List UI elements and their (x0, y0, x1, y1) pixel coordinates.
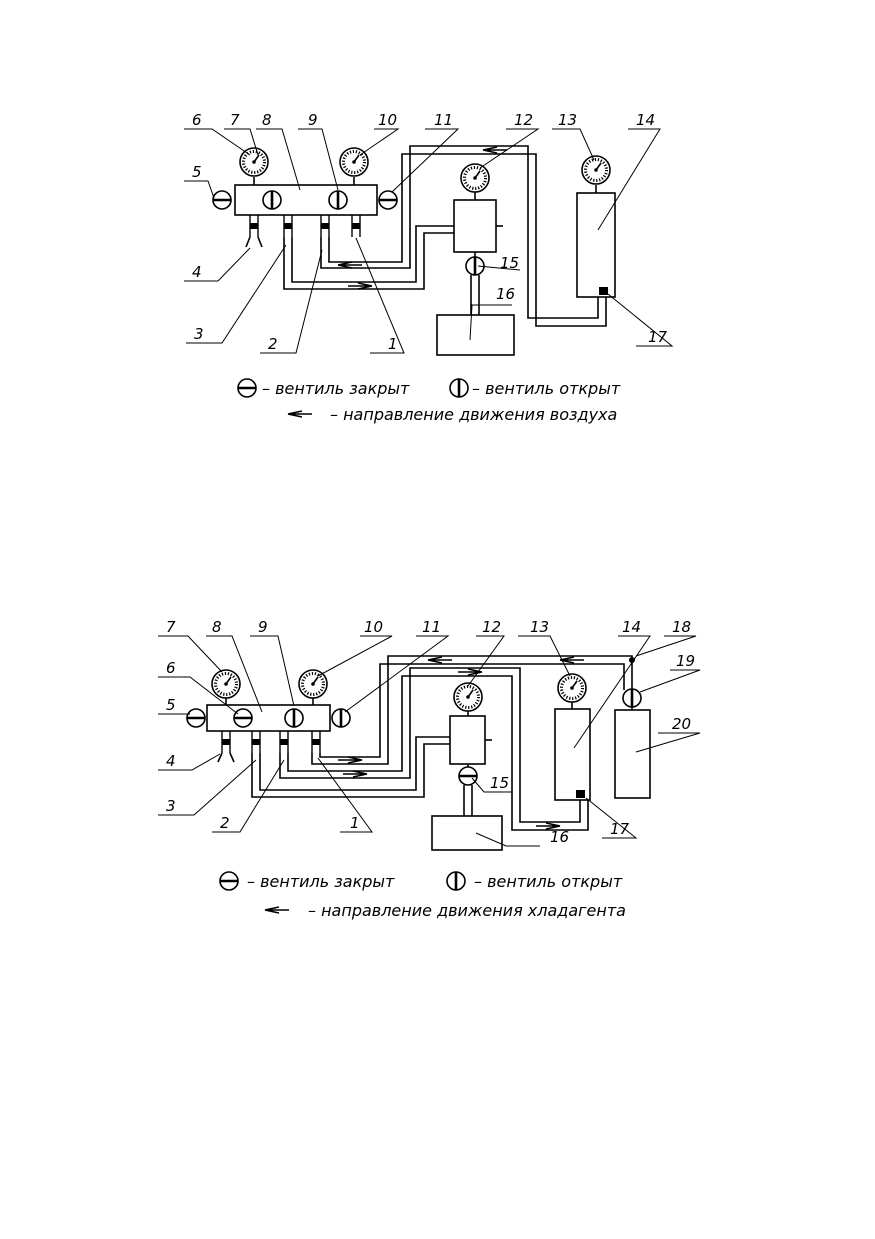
legend-closed-valve-icon (236, 377, 258, 399)
d1-label-2: 2 (268, 335, 278, 353)
cylinder-gauge-icon (580, 154, 612, 186)
d2-label-15: 15 (490, 774, 509, 792)
d2-label-11: 11 (422, 618, 441, 636)
d2-label-4: 4 (166, 752, 176, 770)
d2-label-13: 13 (530, 618, 549, 636)
d2-legend-flow: – направление движения хладагента (308, 901, 626, 920)
d1-label-13: 13 (558, 111, 577, 129)
d2-label-16: 16 (550, 828, 569, 846)
d2-legend-closed: – вентиль закрыт (247, 872, 395, 891)
diagram-2: 7 8 9 10 11 12 13 14 18 6 19 5 20 4 15 3… (158, 618, 701, 920)
legend-flow-arrow-icon (287, 410, 313, 418)
d1-label-9: 9 (308, 111, 318, 129)
legend2-flow-arrow-icon (264, 906, 290, 914)
pump-gauge-icon (459, 162, 491, 194)
manifold-valve-low-open-icon (261, 189, 283, 211)
d2-label-14: 14 (622, 618, 641, 636)
d1-label-1: 1 (388, 335, 398, 353)
diagram-1: 6 7 8 9 10 11 12 13 14 5 15 16 4 3 2 1 1… (184, 111, 674, 424)
d1-label-16: 16 (496, 285, 515, 303)
manifold-block (234, 184, 378, 216)
vacuum-pump-base-2 (431, 815, 503, 851)
d2-label-20: 20 (672, 715, 691, 733)
charging-cylinder-2 (554, 708, 591, 801)
d1-label-15: 15 (500, 254, 519, 272)
manifold-block-2 (206, 704, 331, 732)
d2-label-6: 6 (166, 659, 176, 677)
d1-label-6: 6 (192, 111, 202, 129)
d2-label-2: 2 (220, 814, 230, 832)
d1-legend-flow: – направление движения воздуха (330, 405, 617, 424)
manifold-valve-high-open-icon (327, 189, 349, 211)
d1-label-7: 7 (230, 111, 240, 129)
d1-label-12: 12 (514, 111, 533, 129)
d1-label-17: 17 (648, 328, 668, 346)
d1-label-10: 10 (378, 111, 397, 129)
d2-legend-open: – вентиль открыт (474, 872, 623, 891)
d1-label-14: 14 (636, 111, 655, 129)
vacuum-pump-base (436, 314, 515, 356)
vacuum-pump-head (453, 199, 497, 253)
d2-label-9: 9 (258, 618, 268, 636)
pump-gauge-2-icon (452, 681, 484, 713)
bottle-valve-open-icon (621, 687, 643, 709)
side-valve-left-closed-2-icon (185, 707, 207, 729)
manifold-valve-low-closed-icon (232, 707, 254, 729)
d2-label-8: 8 (212, 618, 222, 636)
low-pressure-gauge-icon (238, 146, 270, 178)
d1-label-11: 11 (434, 111, 453, 129)
d2-label-5: 5 (166, 696, 176, 714)
d1-label-5: 5 (192, 163, 202, 181)
side-valve-right-closed-icon (377, 189, 399, 211)
manifold-valve-high-open-2-icon (283, 707, 305, 729)
legend2-closed-valve-icon (218, 870, 240, 892)
high-pressure-gauge-2-icon (297, 668, 329, 700)
d1-label-3: 3 (194, 325, 204, 343)
d1-legend-open: – вентиль открыт (472, 379, 621, 398)
pump-valve-closed-icon (457, 765, 479, 787)
d2-label-7: 7 (166, 618, 176, 636)
d1-legend-closed: – вентиль закрыт (262, 379, 410, 398)
legend-open-valve-icon (448, 377, 470, 399)
side-valve-left-closed-icon (211, 189, 233, 211)
refrigerant-bottle (614, 709, 651, 799)
d2-label-19: 19 (676, 652, 695, 670)
d2-label-1: 1 (350, 814, 360, 832)
legend2-open-valve-icon (445, 870, 467, 892)
d1-label-8: 8 (262, 111, 272, 129)
d2-label-12: 12 (482, 618, 501, 636)
d2-label-10: 10 (364, 618, 383, 636)
d2-label-17: 17 (610, 820, 630, 838)
cylinder-gauge-2-icon (556, 672, 588, 704)
low-pressure-gauge-2-icon (210, 668, 242, 700)
vacuum-pump-head-2 (449, 715, 486, 765)
d1-label-4: 4 (192, 263, 202, 281)
side-valve-right-open-icon (330, 707, 352, 729)
charging-cylinder (576, 192, 616, 298)
d2-label-3: 3 (166, 797, 176, 815)
d2-label-18: 18 (672, 618, 691, 636)
